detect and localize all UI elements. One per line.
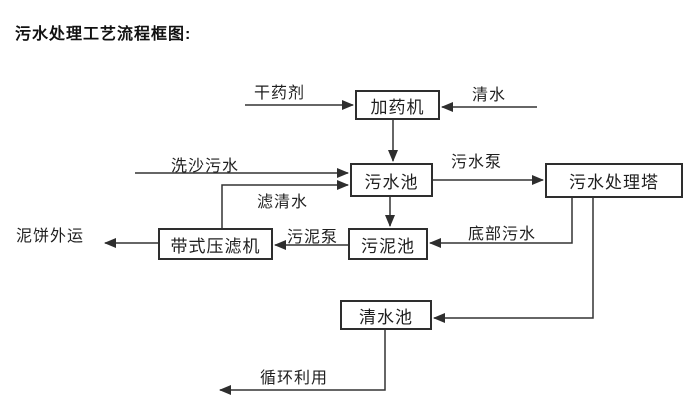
label-sludge-pump: 污泥泵 — [287, 229, 339, 246]
edge-bottom-sewage-to-sludge-pool — [429, 198, 573, 248]
node-belt-filter-press: 带式压滤机 — [158, 228, 273, 260]
page-title: 污水处理工艺流程框图: — [15, 26, 192, 43]
label-sand-washing-sewage: 洗沙污水 — [171, 158, 240, 175]
label-dry-agent: 干药剂 — [254, 85, 306, 102]
label-filtered-water: 滤清水 — [257, 194, 309, 211]
edge-filtered-water-to-sewage-pool — [221, 180, 349, 228]
label-sewage-pump: 污水泵 — [451, 154, 503, 171]
node-sewage-pool: 污水池 — [350, 163, 433, 197]
label-mud-cake-out: 泥饼外运 — [16, 228, 85, 245]
node-treatment-tower: 污水处理塔 — [545, 163, 683, 198]
edge-treatment-tower-to-clean-water-pool — [433, 198, 594, 323]
label-bottom-sewage: 底部污水 — [468, 226, 537, 243]
label-recycle-use: 循环利用 — [260, 370, 329, 387]
edge-clean-water-pool-to-recycle-use — [219, 330, 386, 395]
node-clean-water-pool: 清水池 — [340, 300, 432, 330]
node-dosing-machine: 加药机 — [355, 90, 440, 120]
label-clean-water: 清水 — [472, 87, 507, 104]
node-sludge-pool: 污泥池 — [348, 228, 428, 260]
